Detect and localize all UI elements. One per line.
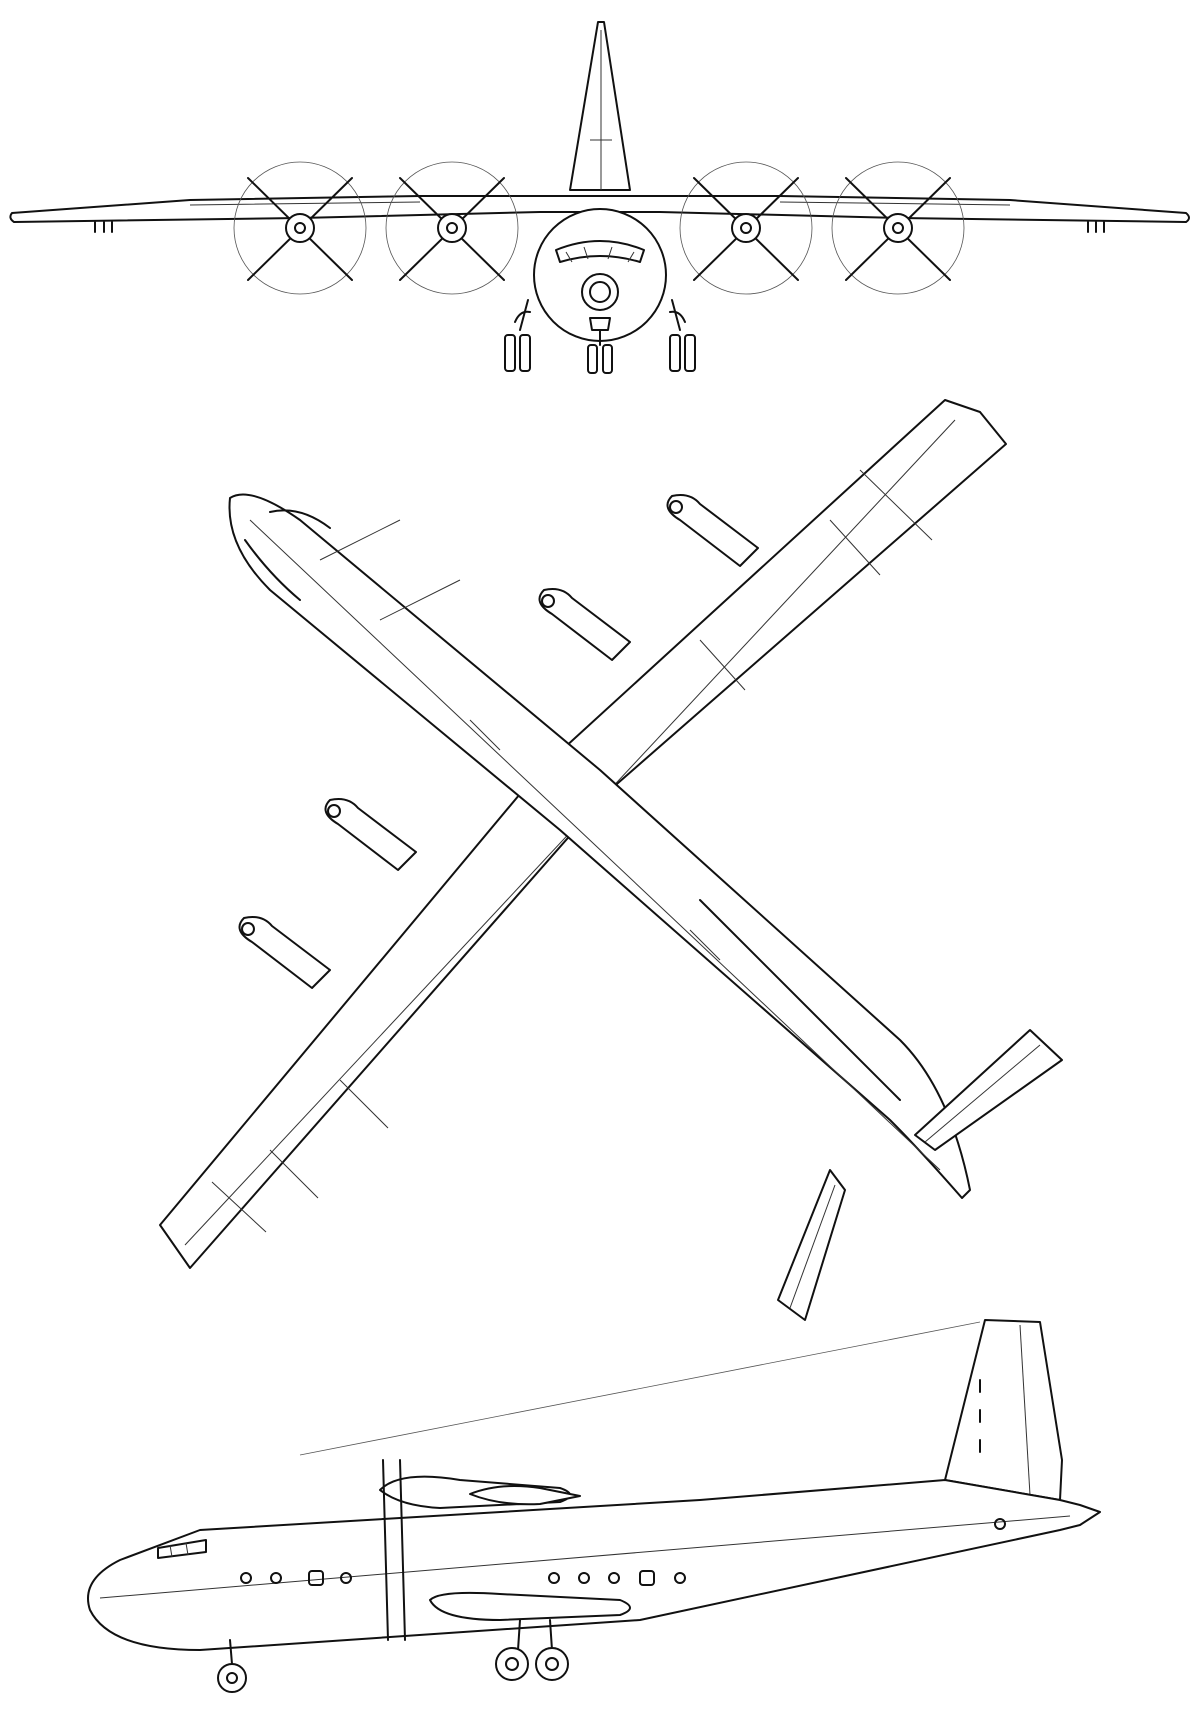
side-view [87,1319,1101,1693]
top-wing [159,399,1007,1269]
front-fuselage [533,208,667,342]
front-view [9,21,1190,374]
side-wing-and-nacelles [379,1459,631,1641]
side-windows [240,1518,1006,1586]
top-engines [238,494,759,989]
top-fuselage [228,493,971,1199]
front-wing [9,195,1190,223]
front-tail-fin [569,21,631,191]
side-landing-gear [217,1619,569,1693]
side-fuselage [87,1479,1101,1651]
side-tail-fin [944,1319,1063,1501]
front-propellers [233,161,965,295]
front-landing-gear [504,299,696,374]
top-view [159,399,1063,1321]
top-horizontal-tail [777,1029,1063,1321]
